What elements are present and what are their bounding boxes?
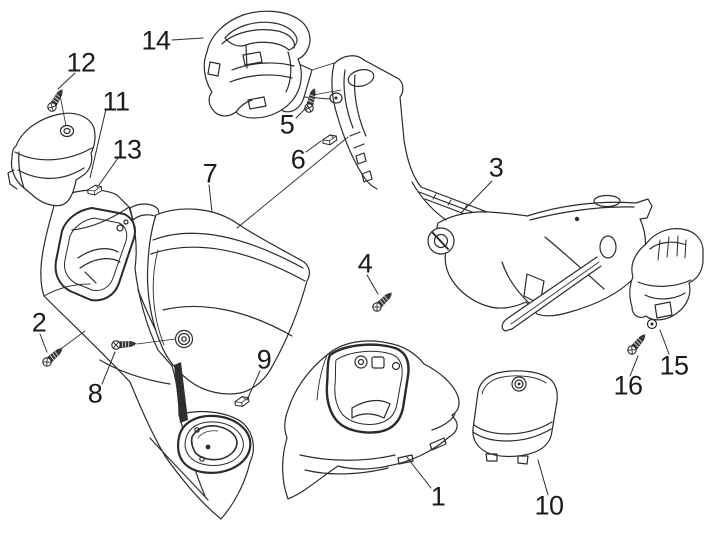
callout-7: 7 xyxy=(202,158,218,189)
callout-1: 1 xyxy=(430,481,446,512)
callout-8: 8 xyxy=(87,378,103,409)
callout-10: 10 xyxy=(534,490,564,521)
callout-13: 13 xyxy=(112,134,142,165)
callout-11: 11 xyxy=(102,86,130,117)
clip-9 xyxy=(233,394,251,409)
leader-lines xyxy=(39,37,670,496)
callout-5: 5 xyxy=(279,109,295,140)
part-handlebar-body xyxy=(272,55,653,332)
part-front-center-cover xyxy=(146,208,310,395)
part-lower-front-cover xyxy=(282,340,460,500)
ignition-bowl xyxy=(174,362,252,474)
screw-12 xyxy=(45,86,67,114)
screw-4 xyxy=(370,288,396,314)
callout-3: 3 xyxy=(488,152,504,183)
callout-12: 12 xyxy=(66,47,96,78)
callout-2: 2 xyxy=(31,307,47,338)
callout-15: 15 xyxy=(659,350,689,381)
screw-16 xyxy=(625,330,650,357)
part-small-cover xyxy=(472,370,558,465)
callout-9: 9 xyxy=(256,344,272,375)
callout-16: 16 xyxy=(613,370,643,401)
part-instrument-housing xyxy=(203,10,311,119)
callout-4: 4 xyxy=(357,248,373,279)
part-side-cover-right xyxy=(629,228,704,330)
clip-6 xyxy=(321,133,339,147)
part-reservoir-cover xyxy=(7,112,96,207)
callout-14: 14 xyxy=(141,25,171,56)
callout-6: 6 xyxy=(290,144,306,175)
